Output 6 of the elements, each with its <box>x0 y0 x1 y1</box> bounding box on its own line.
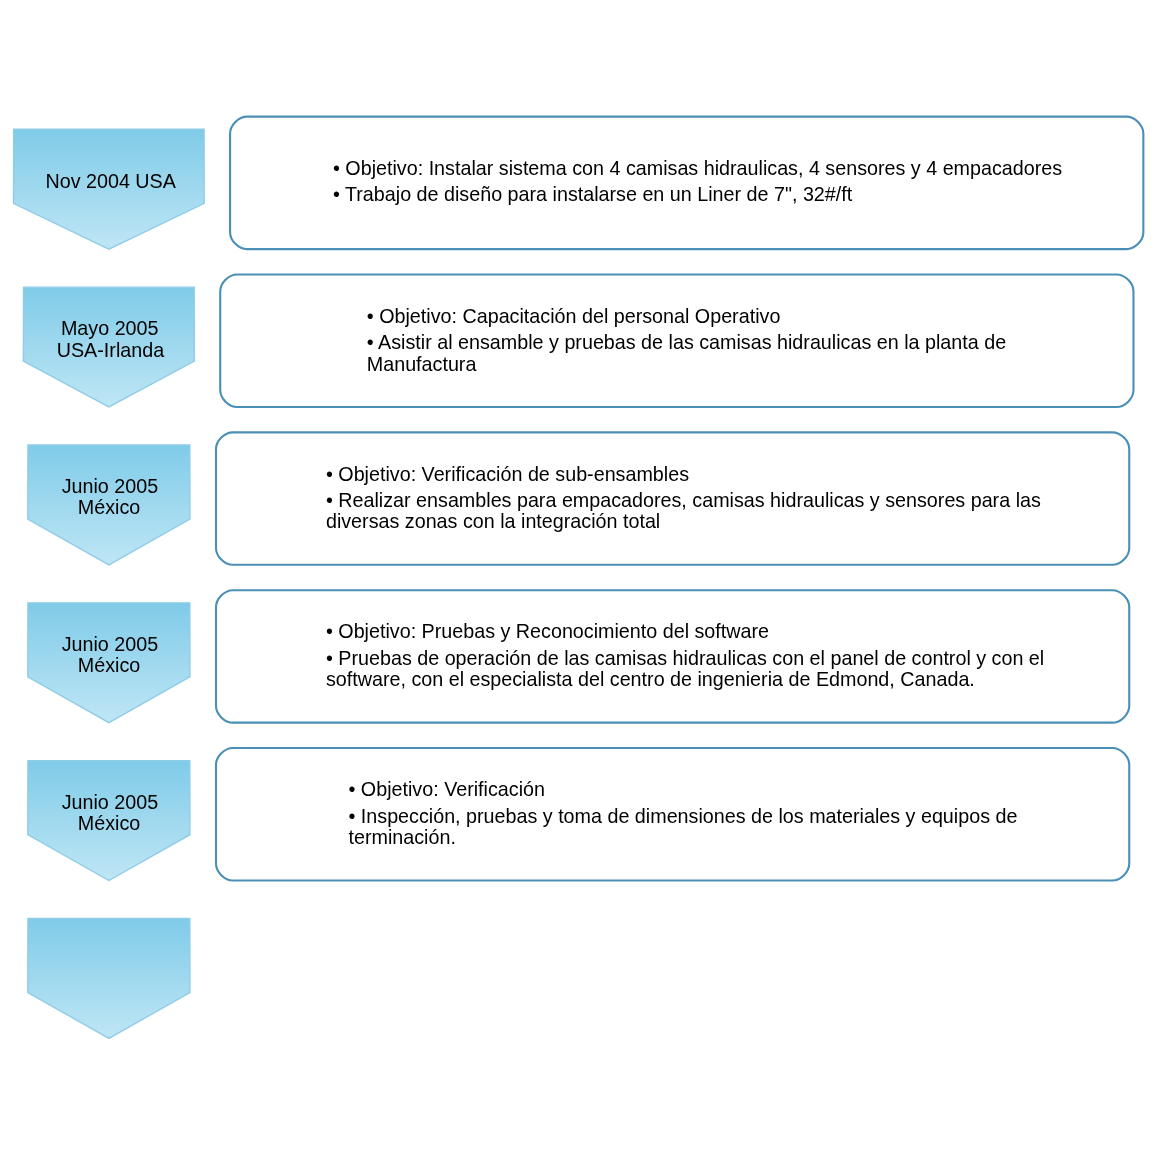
node-chevron <box>27 917 191 1040</box>
node-box: • Objetivo: Capacitación del personal Operativo • Asistir al ensamble y pruebas de las camisas hidraulicas en la planta de Manufactura <box>219 273 1135 409</box>
node-box: • Objetivo: Verificación • Inspección, pruebas y toma de dimensiones de los materiales y equipos de terminación. <box>214 746 1131 882</box>
node-box: • Objetivo: Verificación de sub-ensambles • Realizar ensambles para empacadores, camisas hidraulicas y sensores para las diversas zonas con la integración total <box>214 431 1131 566</box>
node-box: • Objetivo: Instalar sistema con 4 camisas hidraulicas, 4 sensores y 4 empacadores • Trabajo de diseño para instalarse en un Liner de 7", 32#/ft <box>229 115 1145 251</box>
node-box: • Objetivo: Pruebas y Reconocimiento del software • Pruebas de operación de las camisas hidraulicas con el panel de control y con el software, con el especialista del centro de ingenieria de Edmond, Canada. <box>214 589 1131 724</box>
